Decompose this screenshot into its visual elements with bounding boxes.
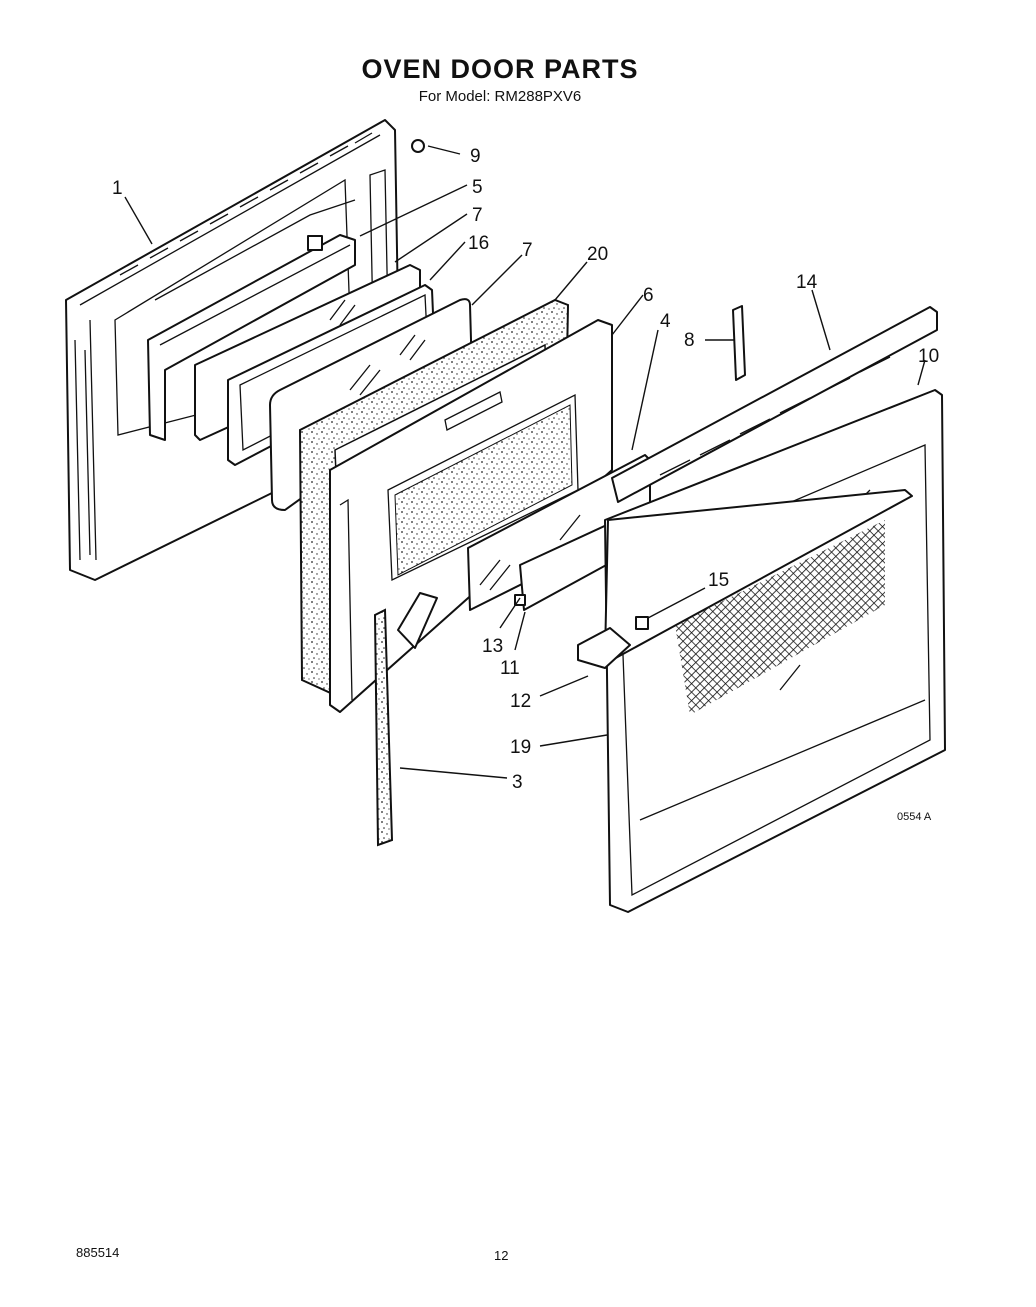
callout-8: 8 xyxy=(684,330,695,351)
part-5-channel xyxy=(147,234,356,441)
callout-10: 10 xyxy=(918,346,939,367)
callout-9: 9 xyxy=(470,146,481,167)
callout-15: 15 xyxy=(708,570,729,591)
part-14-10-19-outer-door xyxy=(577,306,946,913)
model-subtitle: For Model: RM288PXV6 xyxy=(418,88,582,105)
document-number: 885514 xyxy=(76,1245,120,1260)
part-6-door-liner xyxy=(329,319,613,713)
callout-1: 1 xyxy=(112,178,123,199)
part-8-clip xyxy=(732,305,746,381)
figure-code: 0554 A xyxy=(897,811,932,823)
page-title: OVEN DOOR PARTS xyxy=(361,54,639,84)
part-4-small-glass xyxy=(467,454,651,611)
callout-4: 4 xyxy=(660,311,671,332)
callout-5: 5 xyxy=(472,177,483,198)
leader-lines xyxy=(124,145,926,779)
callout-7b: 7 xyxy=(522,240,533,261)
part-9-screw xyxy=(411,139,425,153)
callout-7: 7 xyxy=(472,205,483,226)
callout-11: 11 xyxy=(500,658,520,679)
part-3-side-trim xyxy=(373,608,394,847)
callout-12: 12 xyxy=(510,691,531,712)
callout-3: 3 xyxy=(512,772,523,793)
callout-13: 13 xyxy=(482,636,503,657)
callout-20: 20 xyxy=(587,244,608,265)
callout-14: 14 xyxy=(796,272,818,293)
page-number: 12 xyxy=(494,1248,509,1263)
callout-16: 16 xyxy=(468,233,489,254)
callout-6: 6 xyxy=(643,285,654,306)
callout-19: 19 xyxy=(510,737,531,758)
